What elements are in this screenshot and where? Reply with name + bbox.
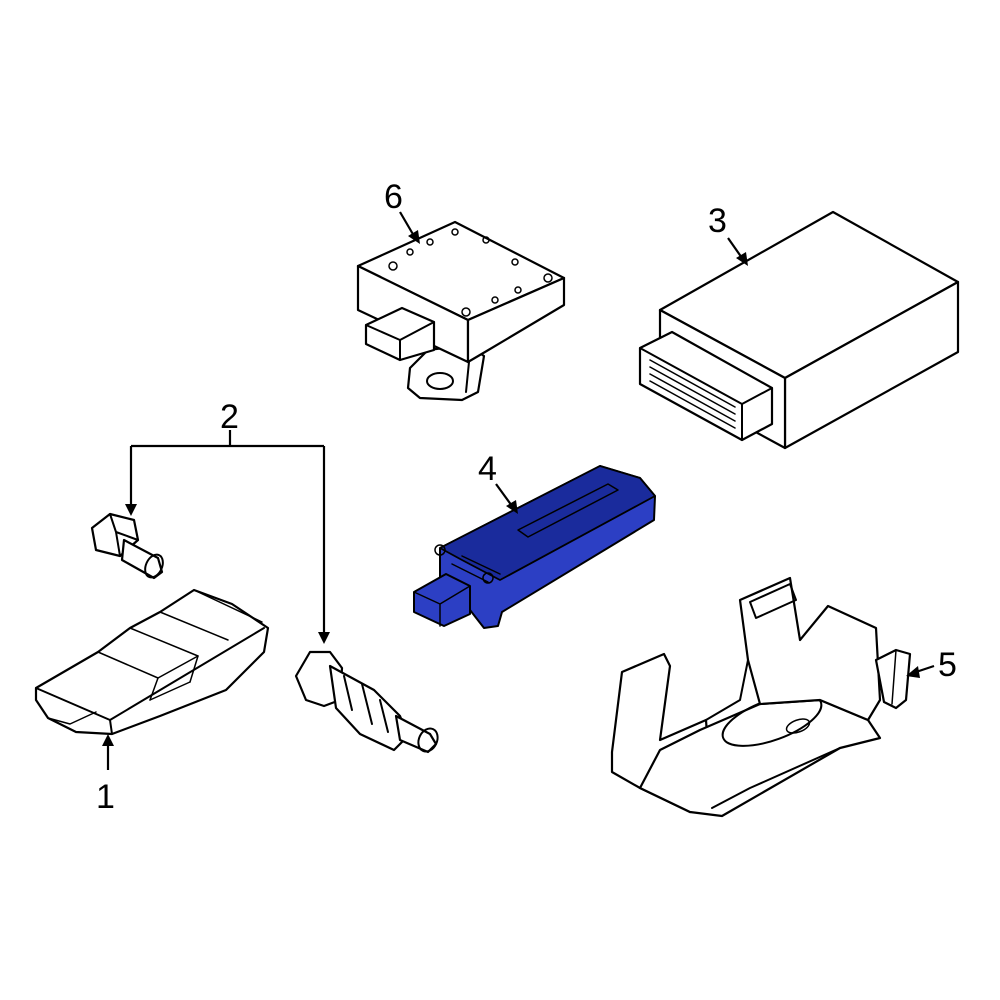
part-2-bolt[interactable] <box>90 512 166 580</box>
callout-2: 2 <box>220 398 239 436</box>
callout-5: 5 <box>938 646 957 684</box>
part-5-bracket[interactable] <box>610 576 912 818</box>
part-1-tpms-sensor[interactable] <box>34 588 270 736</box>
part-3-control-box[interactable] <box>638 210 960 450</box>
callout-labels: 6 3 2 4 5 1 <box>96 178 957 816</box>
callout-6: 6 <box>384 178 403 216</box>
part-6-module[interactable] <box>356 220 566 402</box>
part-2-valve-stem[interactable] <box>294 650 441 755</box>
part-4-sensor[interactable] <box>413 465 656 629</box>
callout-1: 1 <box>96 778 115 816</box>
leader-lines <box>102 211 935 770</box>
callout-4: 4 <box>478 450 497 488</box>
callout-3: 3 <box>708 202 727 240</box>
